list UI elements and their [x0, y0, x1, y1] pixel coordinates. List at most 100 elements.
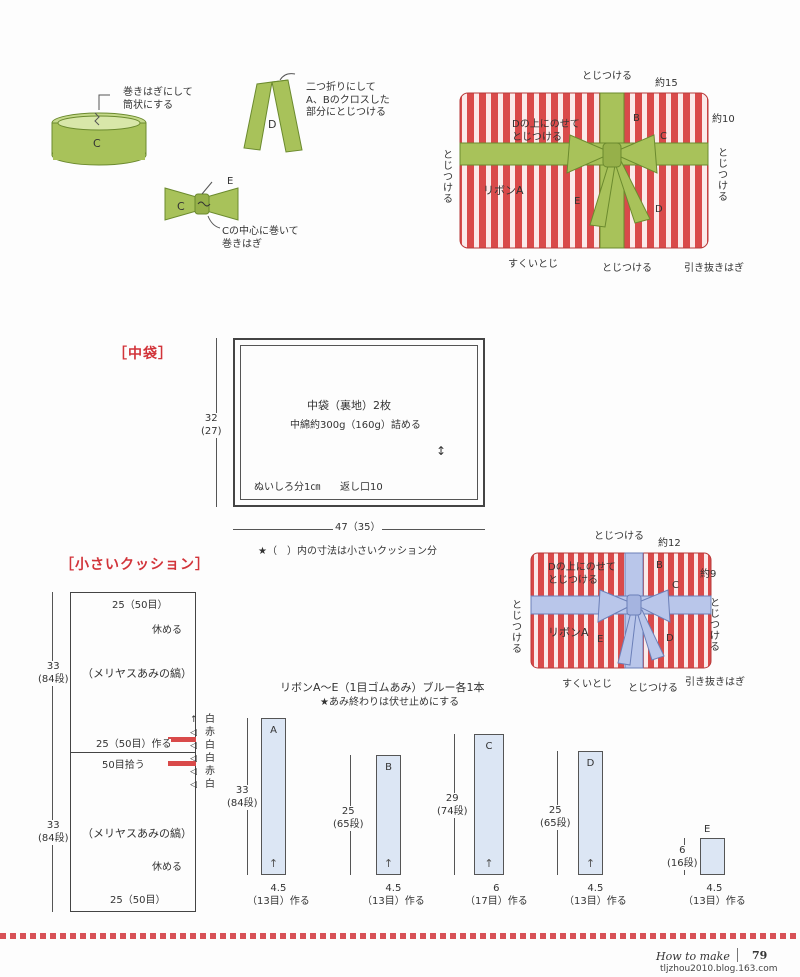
gift-small-right-sew: とじつける: [710, 598, 720, 653]
small-cushion-rest-bottom: 休める: [152, 862, 182, 873]
footer-page-number: 79: [752, 949, 768, 962]
ribbon-a-height: 33 (84段): [227, 785, 258, 810]
ribbon-a-label: A: [270, 725, 277, 736]
bow-center-note: Cの中心に巻いて 巻きはぎ: [222, 226, 299, 250]
bow-c-label: C: [177, 200, 185, 213]
ribbon-c-height: 29 (74段): [437, 793, 468, 818]
ribbon-d-height: 25 (65段): [540, 805, 571, 830]
small-cushion-top-width: 25（50目）: [112, 600, 168, 611]
gift-small-bottom-sew: とじつける: [628, 683, 678, 694]
gift-small-d: D: [666, 633, 674, 644]
ribbon-a-width: 4.5 （13目）作る: [247, 883, 310, 907]
gift-small-left-sew: とじつける: [512, 600, 522, 655]
small-cushion-center-line: [70, 752, 196, 753]
ribbon-a-arrow: ↑: [268, 857, 279, 870]
stripe-legend-5: 赤: [205, 766, 215, 777]
footer-watermark: tljzhou2010.blog.163.com: [660, 964, 778, 974]
gift-large-bottom-sew: とじつける: [602, 263, 652, 274]
stripe-legend-4: 白: [205, 753, 215, 764]
stripe-red-1: [168, 737, 196, 742]
ribbon-d-label: D: [586, 758, 595, 769]
gift-small-pull: 引き抜きはぎ: [685, 677, 745, 688]
ribbons-title: リボンA～E（1目ゴムあみ）ブルー各1本: [280, 681, 485, 694]
gift-large-pull: 引き抜きはぎ: [684, 263, 744, 274]
strip-d-note: 二つ折りにして A、Bのクロスした 部分にとじつける: [306, 82, 390, 118]
small-cushion-rest-top: 休める: [152, 625, 182, 636]
ribbon-parts-illustration: [51, 73, 303, 229]
band-c-label: C: [93, 137, 101, 150]
stripe-legend-1: 白: [205, 714, 215, 725]
small-cushion-pick: 50目拾う: [102, 760, 145, 771]
band-c-note: 巻きはぎにして 筒状にする: [123, 87, 193, 111]
stripe-red-2: [168, 761, 196, 766]
ribbon-b-width: 4.5 （13目）作る: [362, 883, 425, 907]
ribbon-b-arrow: ↑: [383, 857, 394, 870]
strip-d-label: D: [268, 118, 277, 131]
gift-small-b: B: [656, 560, 663, 571]
ribbon-b-label: B: [385, 762, 392, 773]
stripe-arrows: ↑◁◁◁◁◁: [190, 715, 198, 790]
gift-large-top-sew: とじつける: [582, 71, 632, 82]
bow-ce-shape: [164, 187, 239, 221]
ribbon-e-height: 6 (16段): [667, 845, 698, 870]
inner-bag-height: 32 (27): [201, 413, 222, 438]
inner-bag-outline: [233, 338, 485, 507]
inner-bag-title: ［中袋］: [113, 346, 173, 362]
small-cushion-title: ［小さいクッション］: [60, 557, 210, 573]
footer-divider: [737, 948, 738, 962]
inner-bag-seam: ぬいしろ分1㎝: [254, 482, 321, 493]
small-cushion-upper-h: 33 (84段): [38, 661, 69, 686]
ribbons-note: ★あみ終わりは伏せ止めにする: [320, 697, 460, 708]
ribbon-b-height: 25 (65段): [333, 806, 364, 831]
stripe-legend-2: 赤: [205, 727, 215, 738]
inner-bag-arrow: ↕: [436, 444, 447, 458]
ribbon-c-width: 6 （17目）作る: [465, 883, 528, 907]
gift-small-approx9: 約9: [700, 569, 717, 580]
gift-large-c: C: [660, 131, 667, 142]
ribbon-c-label: C: [485, 741, 493, 752]
ribbon-e-label: E: [704, 824, 711, 835]
footer-dashed-rule: [0, 933, 800, 939]
band-c-shape: [51, 112, 147, 166]
gift-large-scoop: すくいとじ: [508, 259, 558, 270]
gift-large-right-sew: とじつける: [718, 148, 728, 203]
small-cushion-lower-h: 33 (84段): [38, 820, 69, 845]
ribbon-strip-e: [700, 838, 725, 875]
bow-e-label: E: [227, 176, 234, 187]
gift-large-d: D: [655, 204, 663, 215]
gift-large-e: E: [574, 196, 581, 207]
footer-how-to: How to make: [656, 950, 730, 963]
gift-large-approx15: 約15: [655, 78, 678, 89]
gift-small-scoop: すくいとじ: [562, 679, 612, 690]
small-cushion-upper-label: （メリヤスあみの縞）: [82, 667, 192, 680]
gift-small-ribbon-a: リボンA: [548, 626, 589, 639]
gift-large-on-d: Dの上にのせて とじつける: [512, 119, 580, 143]
gift-small-top-sew: とじつける: [594, 531, 644, 542]
gift-large-approx10: 約10: [712, 114, 735, 125]
ribbon-strip-d: D ↑: [578, 751, 603, 875]
ribbon-d-width: 4.5 （13目）作る: [564, 883, 627, 907]
ribbon-d-arrow: ↑: [585, 857, 596, 870]
inner-bag-fill: 中綿約300g（160g）詰める: [290, 420, 421, 431]
small-cushion-lower-label: （メリヤスあみの縞）: [82, 827, 192, 840]
gift-small-approx12: 約12: [658, 538, 681, 549]
small-cushion-bottom-width: 25（50目）: [110, 895, 166, 906]
gift-large-ribbon-a: リボンA: [483, 184, 524, 197]
gift-small-illustration: [530, 552, 712, 669]
small-cushion-made: 25（50目）作る: [96, 739, 172, 752]
ribbon-e-width: 4.5 （13目）作る: [683, 883, 746, 907]
inner-bag-opening: 返し口10: [340, 482, 383, 493]
inner-bag-name: 中袋（裏地）2枚: [307, 399, 391, 412]
inner-bag-width: 47（35）: [333, 522, 383, 535]
strip-d-shape: [243, 79, 303, 153]
gift-small-e: E: [597, 634, 604, 645]
inner-bag-note: ★（ ）内の寸法は小さいクッション分: [258, 546, 437, 557]
ribbon-strip-c: C ↑: [474, 734, 504, 875]
gift-small-c: C: [672, 580, 679, 591]
ribbon-strip-b: B ↑: [376, 755, 401, 875]
gift-large-illustration: [459, 92, 709, 249]
ribbon-c-arrow: ↑: [484, 857, 494, 870]
ribbon-strip-a: A ↑: [261, 718, 286, 875]
stripe-legend-6: 白: [205, 779, 215, 790]
gift-small-on-d: Dの上にのせて とじつける: [548, 562, 616, 586]
